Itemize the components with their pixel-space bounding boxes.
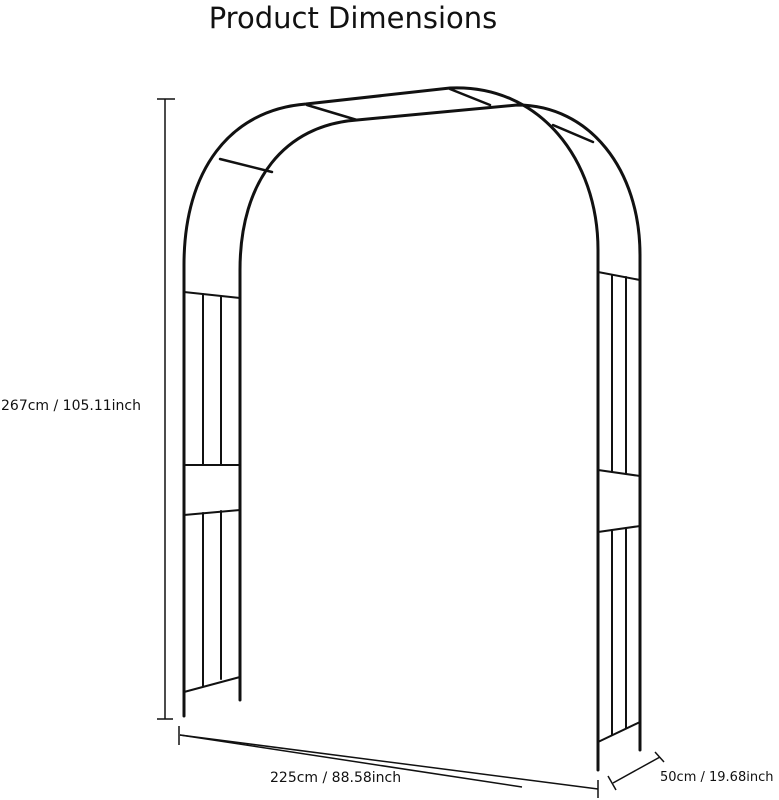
width-dimension-line [178, 726, 599, 798]
depth-dimension-line [607, 751, 665, 791]
left-side-panel [183, 291, 241, 693]
depth-label: 50cm / 19.68inch [660, 770, 774, 785]
height-dimension-line [157, 98, 175, 720]
crossbar [218, 157, 274, 174]
crossbar [551, 123, 595, 144]
front-arch [182, 86, 600, 772]
crossbar [305, 103, 359, 122]
back-arch [238, 103, 642, 752]
crossbar [448, 87, 492, 107]
width-label: 225cm / 88.58inch [270, 770, 402, 786]
height-label: 267cm / 105.11inch [1, 398, 141, 414]
right-side-panel [597, 271, 641, 743]
page-title: Product Dimensions [208, 1, 498, 35]
